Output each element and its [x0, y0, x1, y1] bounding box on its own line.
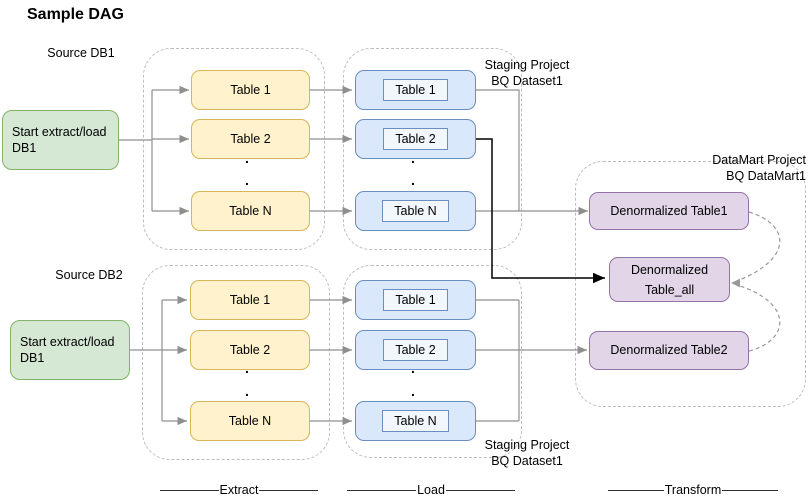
load-db2-group [343, 265, 522, 458]
page-title: Sample DAG [27, 6, 124, 23]
start-extract-load-db2-node: Start extract/load DB1 [10, 320, 130, 380]
extract-db1-group [143, 48, 325, 250]
load-db1-table1-node: Table 1 [355, 70, 476, 110]
extract-db2-group [142, 265, 330, 460]
bq-table-chip: Table 2 [383, 338, 448, 362]
black-connector [476, 138, 605, 284]
ellipsis-dot: . [411, 383, 415, 399]
source-db2-label: Source DB2 [55, 268, 123, 282]
extract-db2-table1-node: Table 1 [190, 280, 310, 320]
legend-transform: Transform [608, 482, 778, 498]
bq-table-chip: Table 1 [383, 288, 448, 312]
load-db1-table2-node: Table 2 [355, 119, 476, 159]
bq-table-chip: Table 1 [383, 78, 448, 102]
dashed-curve-arrowhead [731, 278, 740, 288]
legend-load-label: Load [417, 483, 445, 497]
legend-line [445, 489, 515, 491]
datamart-line1: DataMart Project [712, 153, 806, 167]
datamart-project-label: DataMart Project BQ DataMart1 [663, 152, 806, 184]
ellipsis-dot: . [245, 383, 249, 399]
denormalized-table2-node: Denormalized Table2 [589, 331, 749, 370]
ellipsis-dot: . [245, 172, 249, 188]
bq-table-chip: Table 2 [383, 127, 448, 151]
load-db1-tableN-node: Table N [355, 191, 476, 231]
load-db2-table2-node: Table 2 [355, 330, 476, 370]
ellipsis-dot: . [411, 360, 415, 376]
ellipsis-dot: . [411, 172, 415, 188]
start-extract-load-db1-node: Start extract/load DB1 [2, 110, 119, 170]
staging-project-bottom-label: Staging Project BQ Dataset1 [462, 437, 592, 469]
denormalized-table-all-node: Denormalized Table_all [609, 257, 730, 302]
ellipsis-dot: . [411, 150, 415, 166]
datamart-line2: BQ DataMart1 [726, 169, 806, 183]
denormalized-table1-node: Denormalized Table1 [589, 192, 749, 230]
bq-table-chip: Table N [382, 199, 449, 223]
legend-line [608, 489, 664, 491]
extract-db2-table2-node: Table 2 [190, 330, 310, 370]
legend-load: Load [347, 482, 515, 498]
legend-extract-label: Extract [219, 483, 259, 497]
legend-line [347, 489, 417, 491]
legend-line [722, 489, 778, 491]
extract-db1-tableN-node: Table N [191, 191, 310, 231]
datamart-group [575, 161, 806, 407]
legend-transform-label: Transform [664, 483, 722, 497]
extract-db1-table2-node: Table 2 [191, 119, 310, 159]
extract-db1-table1-node: Table 1 [191, 70, 310, 110]
load-db1-group [343, 48, 522, 250]
legend-line [259, 489, 318, 491]
staging-project-top-label: Staging Project BQ Dataset1 [462, 57, 592, 89]
extract-db2-tableN-node: Table N [190, 401, 310, 441]
load-db2-tableN-node: Table N [355, 401, 476, 441]
dashed-dependency-curves [736, 211, 781, 352]
bq-table-chip: Table N [382, 409, 449, 433]
legend-extract: Extract [160, 482, 318, 498]
legend-line [160, 489, 219, 491]
load-db2-table1-node: Table 1 [355, 280, 476, 320]
ellipsis-dot: . [245, 150, 249, 166]
staging-top-line2: BQ Dataset1 [491, 74, 563, 88]
gray-connectors [119, 85, 588, 426]
ellipsis-dot: . [245, 360, 249, 376]
staging-bottom-line2: BQ Dataset1 [491, 454, 563, 468]
staging-bottom-line1: Staging Project [484, 438, 570, 452]
staging-top-line1: Staging Project [484, 58, 570, 72]
source-db1-label: Source DB1 [47, 46, 115, 60]
